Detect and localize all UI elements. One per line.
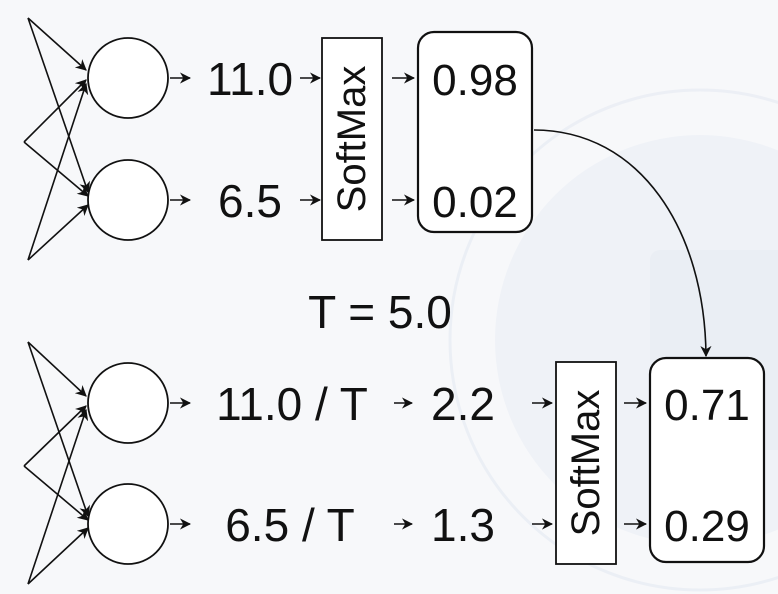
bottom-scaled-logit-1: 11.0 / T xyxy=(216,378,368,430)
top-neuron-1 xyxy=(87,37,169,119)
top-prob-1: 0.98 xyxy=(432,56,518,105)
top-output-box xyxy=(416,30,534,234)
top-softmax-label: SoftMax xyxy=(330,66,374,213)
bottom-softmax-label: SoftMax xyxy=(564,390,608,537)
bottom-prob-1: 0.71 xyxy=(664,381,750,430)
bottom-value-1: 2.2 xyxy=(431,378,495,430)
top-logit-1: 11.0 xyxy=(207,53,293,105)
top-input-connections xyxy=(23,17,91,261)
bottom-prob-2: 0.29 xyxy=(664,502,750,551)
top-softmax-box xyxy=(321,37,383,241)
bottom-neuron-1 xyxy=(87,362,169,444)
bottom-output-box xyxy=(648,356,766,564)
bottom-softmax-box xyxy=(555,361,617,565)
top-prob-2: 0.02 xyxy=(432,178,518,227)
bottom-neuron-2 xyxy=(87,483,169,565)
bottom-value-2: 1.3 xyxy=(431,499,495,551)
bottom-input-connections xyxy=(23,341,91,585)
top-neuron-2 xyxy=(87,159,169,241)
temperature-label: T = 5.0 xyxy=(308,286,452,338)
bottom-scaled-logit-2: 6.5 / T xyxy=(225,499,355,551)
top-logit-2: 6.5 xyxy=(218,175,282,227)
transfer-curve-arrow xyxy=(533,129,712,358)
